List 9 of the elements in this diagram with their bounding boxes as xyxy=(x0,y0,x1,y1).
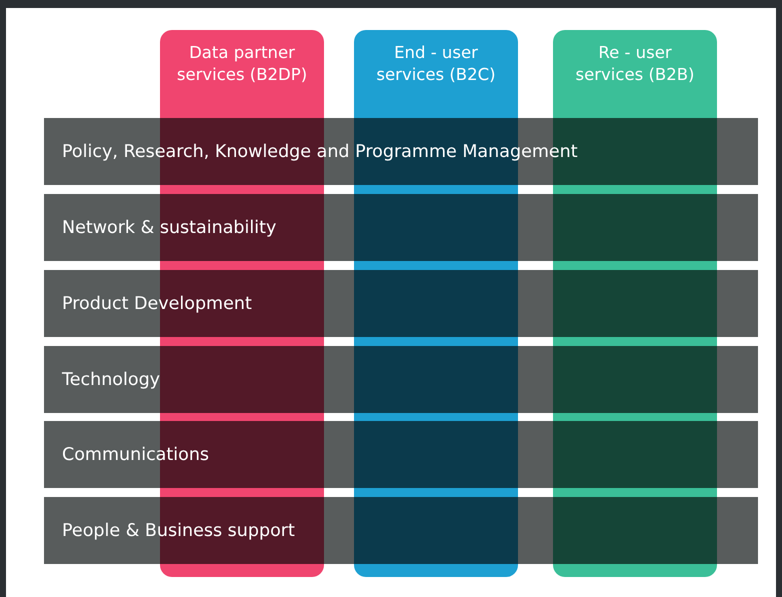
row-label: Communications xyxy=(62,444,210,464)
column-heading: Re - user services (B2B) xyxy=(576,43,694,84)
row-label: Network & sustainability xyxy=(62,218,276,238)
column-heading: End - user services (B2C) xyxy=(376,43,496,84)
row-label: Technology xyxy=(62,370,160,390)
column-heading: Data partner services (B2DP) xyxy=(176,43,308,84)
row-label: Product Development xyxy=(62,294,252,314)
row-label: Policy, Research, Knowledge and Programme Management xyxy=(62,142,578,162)
row-label: People & Business support xyxy=(62,520,295,540)
